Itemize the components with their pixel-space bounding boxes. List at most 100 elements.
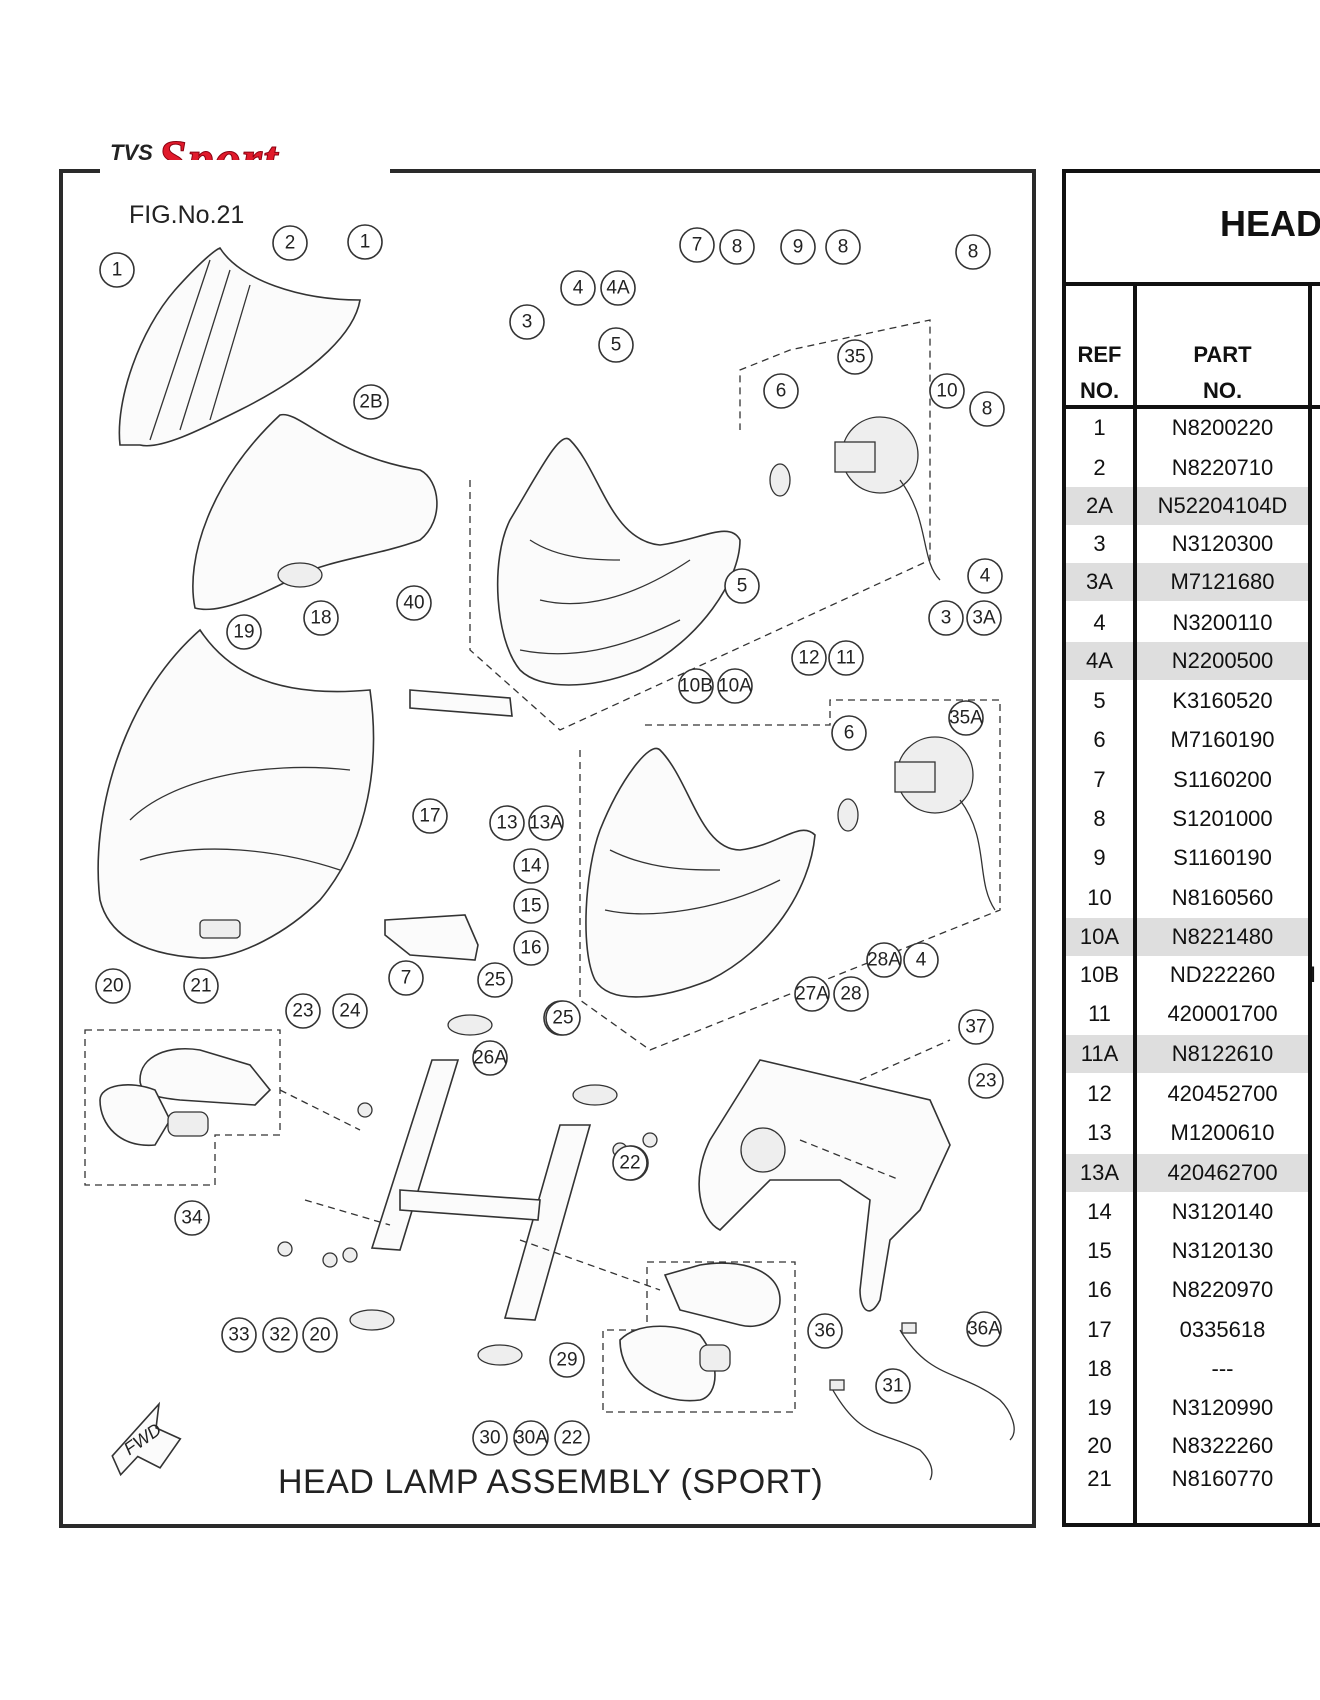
ref-no-cell: 3A bbox=[1066, 563, 1133, 601]
ref-no-cell: 4A bbox=[1066, 642, 1133, 680]
ref-no-cell: 20 bbox=[1087, 1433, 1112, 1458]
callout-circle bbox=[513, 888, 549, 924]
callout-circle bbox=[875, 1368, 911, 1404]
callout-label: 24 bbox=[339, 1001, 361, 1022]
callout-label: 8 bbox=[838, 237, 849, 258]
callout-label: 16 bbox=[520, 938, 541, 959]
callout-label: 3 bbox=[941, 608, 952, 629]
ref-no-cell: 16 bbox=[1087, 1277, 1112, 1302]
callout-circle bbox=[837, 339, 873, 375]
callout-label: 10B bbox=[679, 676, 713, 697]
callout-circle bbox=[903, 942, 939, 978]
callout-label: 22 bbox=[619, 1153, 640, 1174]
callout-label: 7 bbox=[401, 968, 412, 989]
ref-no-cell: 11 bbox=[1088, 1001, 1111, 1026]
callout-label: 7 bbox=[692, 235, 703, 256]
callout-label: 13A bbox=[529, 813, 563, 834]
ref-no-cell: 14 bbox=[1087, 1199, 1112, 1224]
callout-circle bbox=[828, 640, 864, 676]
callout-label: 2 bbox=[285, 233, 296, 254]
ref-no-cell: 1 bbox=[1093, 415, 1106, 440]
callout-label: 19 bbox=[233, 622, 254, 643]
callout-circle bbox=[302, 1317, 338, 1353]
lower-lamp-boundary bbox=[579, 699, 1001, 1051]
ref-no-cell: 10 bbox=[1087, 885, 1112, 910]
part-no-cell: N52204104D bbox=[1137, 487, 1308, 525]
turn-signal-right-lens bbox=[619, 1325, 716, 1402]
part-no-cell: S1160200 bbox=[1173, 767, 1272, 792]
callout-label: 8 bbox=[732, 237, 743, 258]
callout-label: 10A bbox=[718, 676, 752, 697]
part-no-cell: --- bbox=[1211, 1356, 1234, 1381]
ref-no-cell: 8 bbox=[1093, 806, 1106, 831]
callout-label: 14 bbox=[520, 856, 542, 877]
ref-no-cell: 2 bbox=[1093, 455, 1106, 480]
meter-bracket bbox=[384, 914, 479, 961]
callout-label: 8 bbox=[968, 242, 979, 263]
callout-circle bbox=[472, 1040, 508, 1076]
callout-label: 28A bbox=[867, 950, 901, 971]
callout-label: 37 bbox=[965, 1017, 986, 1038]
callout-label: 33 bbox=[228, 1325, 249, 1346]
fork-bridge bbox=[399, 1189, 541, 1221]
callout-label: 1 bbox=[112, 260, 123, 281]
table-column-divider bbox=[1133, 282, 1137, 1527]
column-header-ref-line2: NO. bbox=[1079, 378, 1120, 403]
callout-label: 11 bbox=[836, 648, 856, 669]
ref-no-cell: 11A bbox=[1066, 1035, 1133, 1073]
callout-label: 20 bbox=[309, 1325, 330, 1346]
part-no-cell: N8322260 bbox=[1171, 1433, 1274, 1458]
callout-label: 36 bbox=[814, 1321, 835, 1342]
turn-signal-left-boundary bbox=[84, 1029, 281, 1186]
part-no-cell: N2200500 bbox=[1137, 642, 1308, 680]
callout-circle bbox=[99, 252, 135, 288]
callout-label: 17 bbox=[419, 806, 440, 827]
part-no-cell: N8160770 bbox=[1171, 1466, 1274, 1491]
callout-circle bbox=[791, 640, 827, 676]
callout-circle bbox=[678, 668, 714, 704]
part-no-cell: S1160190 bbox=[1173, 845, 1272, 870]
truncated-cell: I bbox=[1310, 962, 1317, 987]
column-header-part-line2: NO. bbox=[1202, 378, 1243, 403]
fork-tube-right bbox=[503, 1124, 592, 1321]
callout-label: 23 bbox=[292, 1001, 313, 1022]
figure-number: FIG.No.21 bbox=[129, 201, 245, 229]
part-no-cell: K3160520 bbox=[1172, 688, 1273, 713]
callout-circle bbox=[724, 568, 760, 604]
callout-label: 4 bbox=[916, 950, 927, 971]
part-no-cell: 420462700 bbox=[1137, 1154, 1308, 1192]
callout-label: 10 bbox=[936, 381, 957, 402]
callout-label: 28 bbox=[840, 984, 861, 1005]
connector-36a bbox=[829, 1379, 845, 1391]
callout-label: 5 bbox=[737, 576, 748, 597]
callout-label: 25 bbox=[552, 1008, 573, 1029]
callout-label: 36A bbox=[967, 1319, 1001, 1340]
table-row: 18--- bbox=[1066, 1350, 1312, 1388]
part-no-cell: 0335618 bbox=[1179, 1317, 1266, 1342]
callout-label: 2B bbox=[359, 392, 382, 413]
lower-headlamp-housing bbox=[585, 747, 816, 998]
table-row: 2 N8220710 bbox=[1066, 449, 1312, 487]
callout-label: 26A bbox=[473, 1048, 507, 1069]
callout-circle bbox=[612, 1145, 648, 1181]
callout-label: 30A bbox=[514, 1428, 548, 1449]
turn-signal-right-body bbox=[663, 1262, 781, 1327]
part-no-cell: M1200610 bbox=[1170, 1120, 1275, 1145]
callout-label: 18 bbox=[310, 608, 331, 629]
callout-circle bbox=[549, 1342, 585, 1378]
callout-circle bbox=[598, 327, 634, 363]
callout-circle bbox=[174, 1200, 210, 1236]
part-no-cell: N8220710 bbox=[1171, 455, 1274, 480]
callout-circle bbox=[272, 225, 308, 261]
rubber-ring-left bbox=[349, 1309, 395, 1331]
part-no-cell: ND222260 bbox=[1169, 962, 1276, 987]
callout-circle bbox=[717, 668, 753, 704]
part-no-cell: N3120300 bbox=[1171, 531, 1274, 556]
column-header-part-line1: PART bbox=[1193, 342, 1252, 367]
part-no-cell: 420452700 bbox=[1167, 1081, 1278, 1106]
